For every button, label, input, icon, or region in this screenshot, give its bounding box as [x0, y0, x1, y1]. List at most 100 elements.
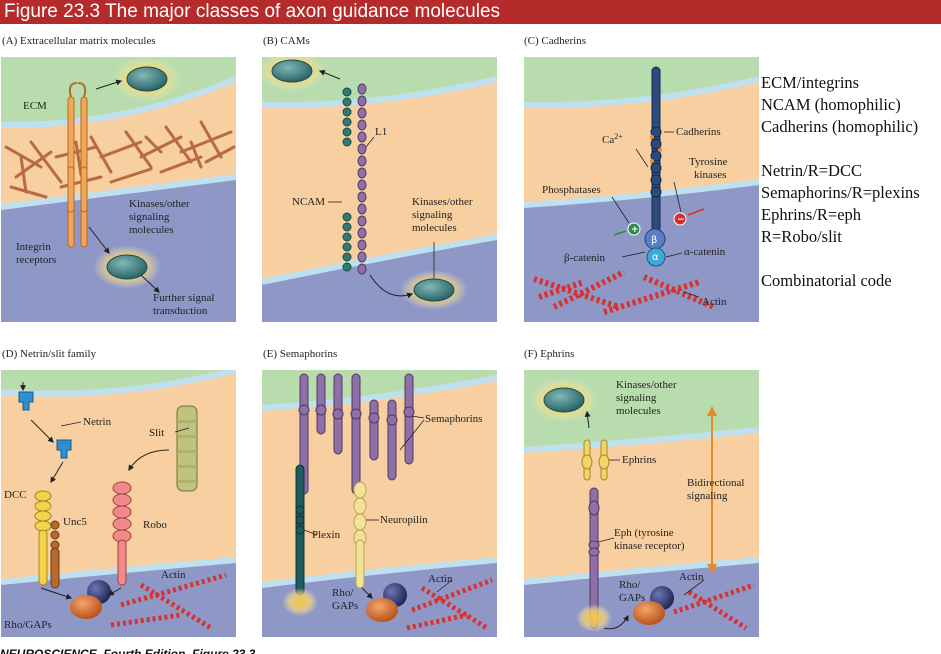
neuropilin-receptor: [353, 481, 367, 589]
integrin-receptor: [67, 82, 88, 248]
side-note-ecm: ECM/integrins: [761, 73, 860, 92]
panel-e-diagram: Semaphorins Plexin Neuropilin Rho/ GAPs …: [262, 370, 497, 637]
label-ncam: NCAM: [292, 196, 325, 208]
label-kinases-3: molecules: [412, 222, 457, 234]
label-integrin-2: receptors: [16, 254, 56, 266]
alpha-catenin-ball: [646, 247, 666, 267]
svg-text:−: −: [677, 215, 685, 225]
label-kinases-1: Kinases/other: [129, 198, 190, 210]
rho-ball-orange: [633, 601, 665, 625]
label-slit: Slit: [149, 427, 164, 439]
label-actin: Actin: [428, 573, 453, 585]
label-plexin: Plexin: [312, 529, 341, 541]
l1-molecule: [357, 83, 367, 275]
label-further-2: transduction: [153, 305, 208, 317]
label-actin: Actin: [161, 569, 186, 581]
label-kinases-2: signaling: [412, 209, 453, 221]
label-phosphatases: Phosphatases: [542, 184, 601, 196]
side-note-robo: R=Robo/slit: [761, 227, 842, 246]
dcc-receptor: [34, 490, 52, 586]
rho-ball-orange: [366, 598, 398, 622]
kinase-minus-icon: [673, 212, 687, 226]
label-netrin: Netrin: [83, 416, 112, 428]
eph-glow: [576, 604, 612, 632]
panel-b-diagram: L1 NCAM Kinases/other signaling molecule…: [262, 57, 497, 322]
label-tyrosine-2: kinases: [694, 169, 726, 181]
panel-f-diagram: Kinases/other signaling molecules Ephrin…: [524, 370, 759, 637]
actin-filaments: [533, 269, 716, 315]
label-kinases-1: Kinases/other: [412, 196, 473, 208]
label-eph-1: Eph (tyrosine: [614, 527, 674, 539]
netrin-molecule: [56, 439, 72, 459]
panel-c-label: (C) Cadherins: [524, 35, 587, 47]
side-note-semaphorins: Semaphorins/R=plexins: [761, 183, 920, 202]
kinase-oval-bottom: [93, 245, 161, 289]
semaphorin-molecules: [298, 373, 415, 495]
label-kinases-3: molecules: [129, 224, 174, 236]
label-actin: Actin: [702, 296, 727, 308]
label-actin: Actin: [679, 571, 704, 583]
label-kinases-3: molecules: [616, 405, 661, 417]
label-kinases-2: signaling: [129, 211, 170, 223]
label-rho-1: Rho/: [619, 579, 641, 591]
alpha-symbol: α: [652, 252, 659, 263]
actin-filaments: [673, 582, 755, 631]
unc5-receptor: [50, 520, 60, 589]
rho-ball-orange: [70, 595, 102, 619]
ecm-fibers: [4, 120, 236, 199]
panel-a-diagram: ECM Integrin receptors Kinases/other sig…: [1, 57, 236, 322]
phosphatase-plus-icon: [627, 222, 641, 236]
panel-e-label: (E) Semaphorins: [263, 348, 338, 360]
beta-symbol: β: [651, 235, 657, 246]
side-note-netrin: Netrin/R=DCC: [761, 161, 862, 180]
label-ephrins: Ephrins: [622, 454, 656, 466]
label-further-1: Further signal: [153, 292, 214, 304]
panel-d-diagram: Netrin Slit DCC Unc5 Robo Actin Rho/GAPs: [1, 370, 236, 637]
label-bidir-2: signaling: [687, 490, 728, 502]
label-unc5: Unc5: [63, 516, 87, 528]
footer-credit: NEUROSCIENCE, Fourth Edition, Figure 23.…: [0, 647, 256, 654]
side-note-ncam: NCAM (homophilic): [761, 95, 901, 114]
label-kinases-1: Kinases/other: [616, 379, 677, 391]
ncam-top-molecule: [342, 87, 352, 147]
label-rho-1: Rho/: [332, 587, 354, 599]
label-cadherins: Cadherins: [676, 126, 721, 138]
label-alpha-catenin: α-catenin: [684, 246, 726, 258]
label-bidir-1: Bidirectional: [687, 477, 744, 489]
kinase-oval-top: [113, 57, 181, 101]
arrow-down-icon: [707, 564, 717, 574]
figure-title: Figure 23.3 The major classes of axon gu…: [0, 0, 941, 24]
label-l1: L1: [375, 126, 387, 138]
panel-b-label: (B) CAMs: [263, 35, 310, 47]
netrin-top: [18, 391, 34, 411]
kinase-oval-top: [262, 57, 326, 91]
ncam-bottom-molecule: [342, 212, 352, 272]
label-dcc: DCC: [4, 489, 27, 501]
label-robo: Robo: [143, 519, 167, 531]
label-tyrosine-1: Tyrosine: [689, 156, 727, 168]
panel-f-label: (F) Ephrins: [524, 348, 575, 360]
panel-c-diagram: β α + − Ca2+ Cadherins Tyrosine kinases …: [524, 57, 759, 322]
label-semaphorins: Semaphorins: [425, 413, 482, 425]
actin-filaments: [406, 577, 493, 631]
actin-filaments: [110, 572, 227, 631]
plexin-glow: [282, 588, 318, 616]
side-note-combinatorial: Combinatorial code: [761, 271, 892, 290]
ephrin-ligands: [581, 439, 610, 481]
label-rho-2: GAPs: [619, 592, 645, 604]
panel-a-label: (A) Extracellular matrix molecules: [2, 35, 156, 47]
label-eph-2: kinase receptor): [614, 540, 685, 552]
plexin-receptor: [295, 464, 305, 596]
label-neuropilin: Neuropilin: [380, 514, 428, 526]
label-integrin-1: Integrin: [16, 241, 51, 253]
label-beta-catenin: β-catenin: [564, 252, 606, 264]
arrow-up-icon: [707, 406, 717, 416]
label-rho: Rho/GAPs: [4, 619, 52, 631]
label-ecm: ECM: [23, 100, 47, 112]
panel-d-label: (D) Netrin/slit family: [2, 348, 97, 360]
label-rho-2: GAPs: [332, 600, 358, 612]
svg-text:+: +: [631, 225, 639, 235]
slit-molecule: [176, 405, 198, 492]
label-ca: Ca2+: [602, 132, 623, 146]
kinase-oval-top: [530, 378, 598, 422]
